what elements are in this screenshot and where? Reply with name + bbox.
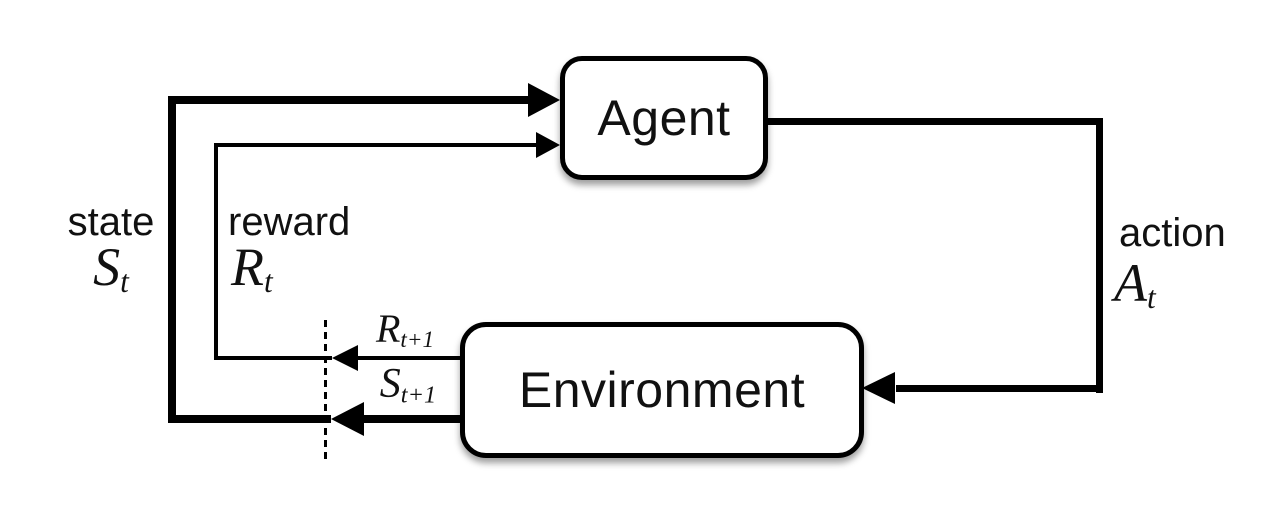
state-arrowhead-at-boundary-icon (331, 402, 364, 436)
reward-edge-segment-top (214, 143, 536, 147)
state-edge-segment-from-environment (360, 415, 462, 423)
action-edge-segment-top (768, 118, 1103, 125)
action-symbol-subscript: t (1147, 279, 1156, 315)
reward-edge-segment-from-environment (354, 356, 462, 360)
reward-arrowhead-into-agent-icon (536, 132, 560, 158)
action-arrowhead-into-environment-icon (862, 372, 895, 404)
next-state-symbol-subscript: t+1 (400, 381, 437, 409)
state-arrowhead-into-agent-icon (528, 83, 560, 117)
state-symbol-subscript: t (120, 263, 129, 299)
state-label: state (67, 200, 155, 244)
state-edge-segment-top (168, 96, 528, 104)
state-edge-segment-vertical (168, 96, 176, 423)
agent-node: Agent (560, 56, 768, 180)
environment-node: Environment (460, 322, 864, 458)
state-symbol: St (56, 240, 166, 297)
reward-symbol-base: R (231, 237, 264, 297)
time-step-boundary-dashed-line (324, 320, 327, 462)
next-reward-symbol: Rt+1 (352, 309, 458, 352)
next-state-symbol: St+1 (352, 363, 464, 408)
action-symbol-base: A (1114, 253, 1147, 313)
next-reward-symbol-subscript: t+1 (400, 327, 435, 354)
environment-node-label: Environment (518, 362, 806, 418)
reward-symbol-subscript: t (264, 263, 273, 299)
action-edge-segment-vertical (1096, 118, 1103, 393)
reward-label: reward (228, 200, 351, 244)
action-edge-segment-bottom (896, 385, 1103, 392)
next-reward-symbol-base: R (375, 306, 401, 351)
action-symbol: At (1114, 256, 1156, 313)
reward-edge-segment-vertical (214, 143, 218, 360)
state-edge-segment-bottom-left (168, 415, 331, 423)
next-state-symbol-base: S (379, 361, 401, 407)
state-symbol-base: S (93, 237, 121, 297)
reward-edge-segment-bottom-left (214, 356, 332, 360)
reward-arrowhead-at-boundary-icon (332, 345, 358, 371)
agent-node-label: Agent (597, 90, 731, 146)
action-label: action (1119, 211, 1226, 255)
reward-symbol: Rt (231, 240, 273, 297)
